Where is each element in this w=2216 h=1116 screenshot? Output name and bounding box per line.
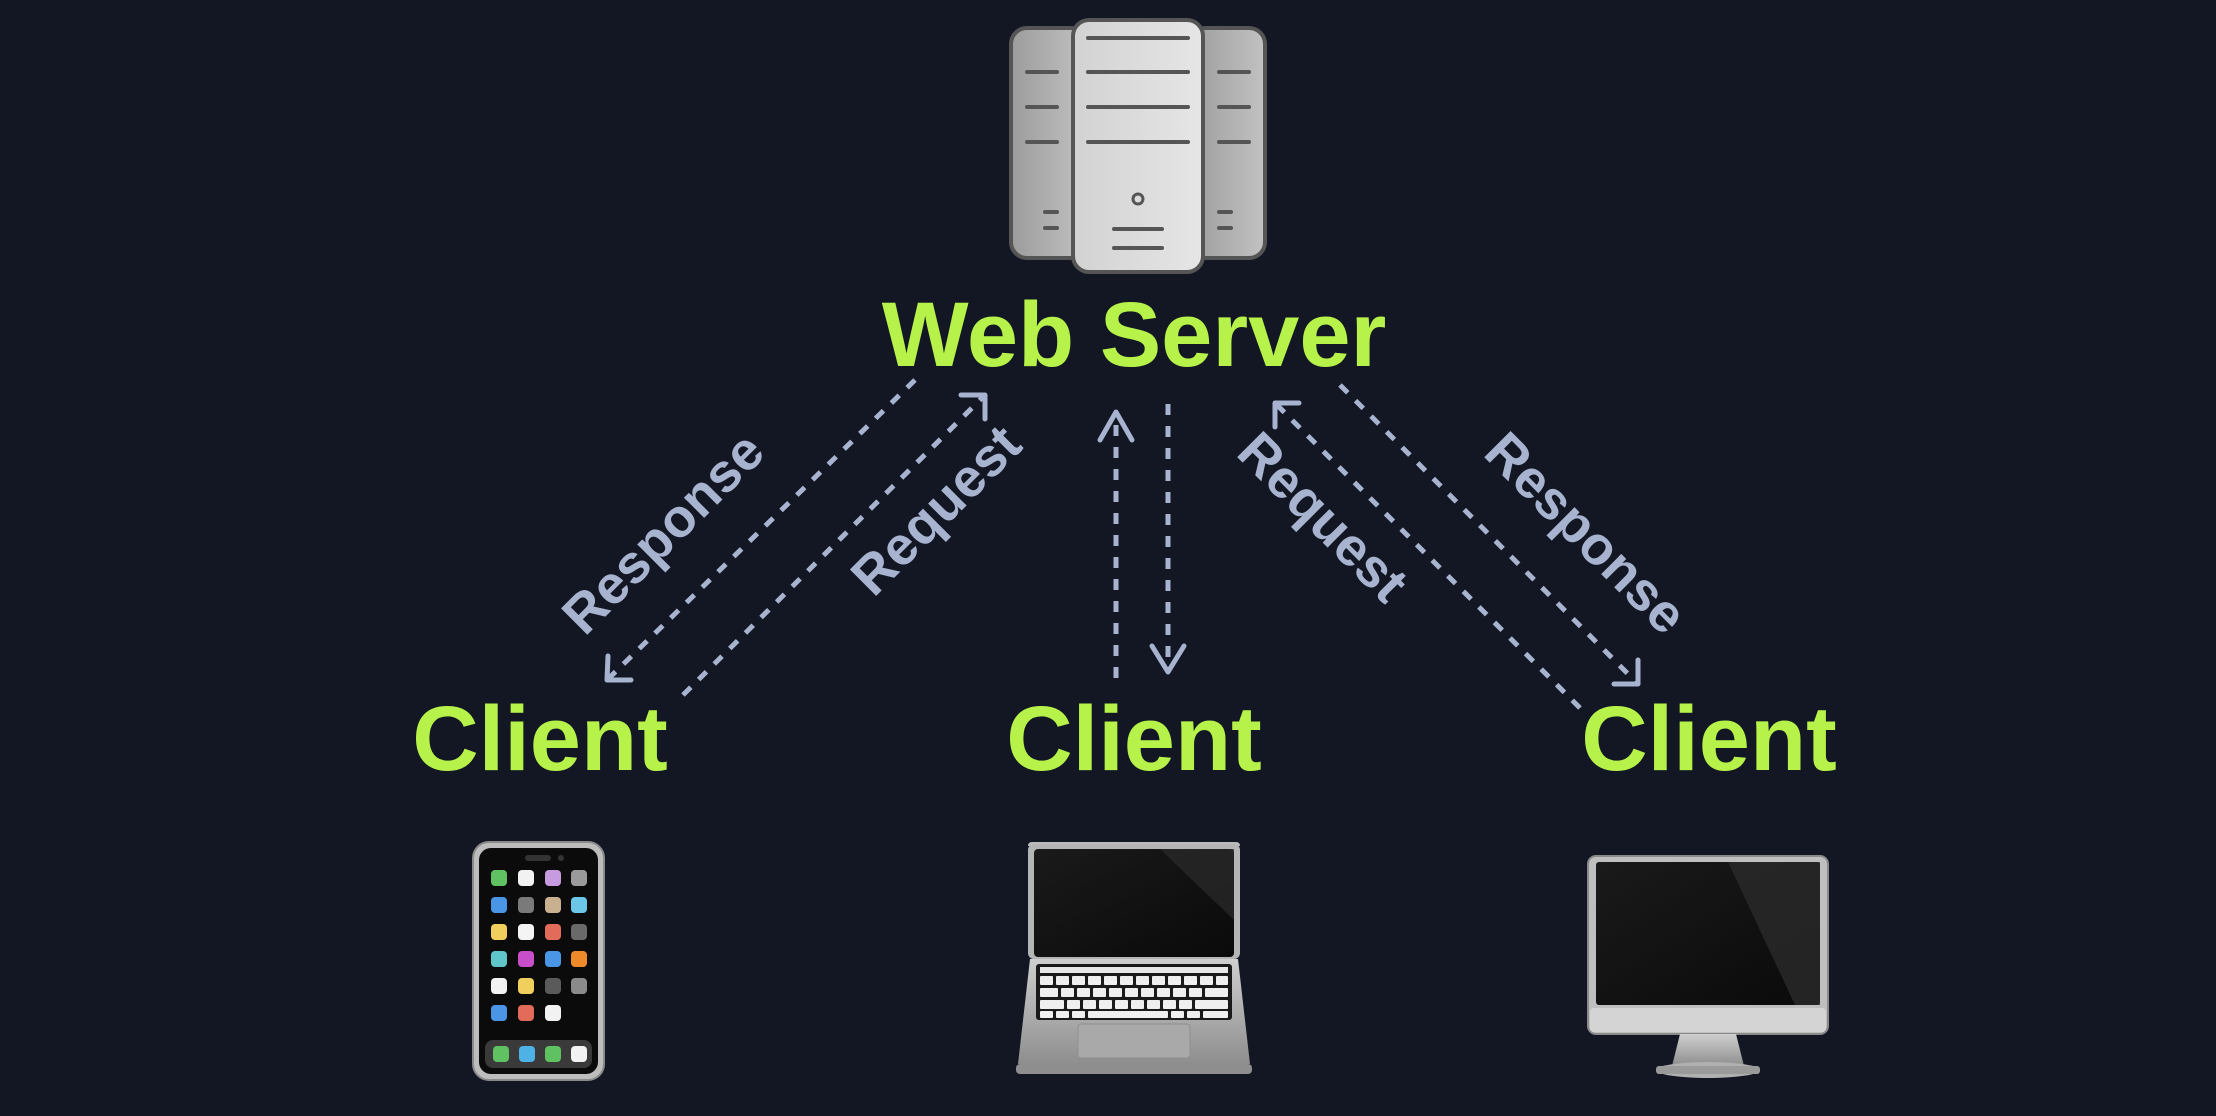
server-label: Web Server [882,284,1387,386]
arrow-center-request [1097,409,1135,678]
arrow-left-response [604,378,917,683]
client-label-phone: Client [412,688,668,790]
arrow-left-request [681,392,988,697]
arrow-center-response [1149,404,1187,675]
smartphone-icon [472,841,605,1081]
edge-label-right-response: Response [1473,421,1698,646]
arrow-right-request [1272,400,1582,710]
server-icon [1009,18,1267,274]
client-label-laptop: Client [1006,688,1262,790]
edge-label-left-response: Response [551,421,776,646]
arrow-right-response [1338,383,1641,687]
client-label-desktop: Client [1581,688,1837,790]
desktop-monitor-icon [1587,855,1829,1078]
laptop-icon [1016,842,1252,1074]
